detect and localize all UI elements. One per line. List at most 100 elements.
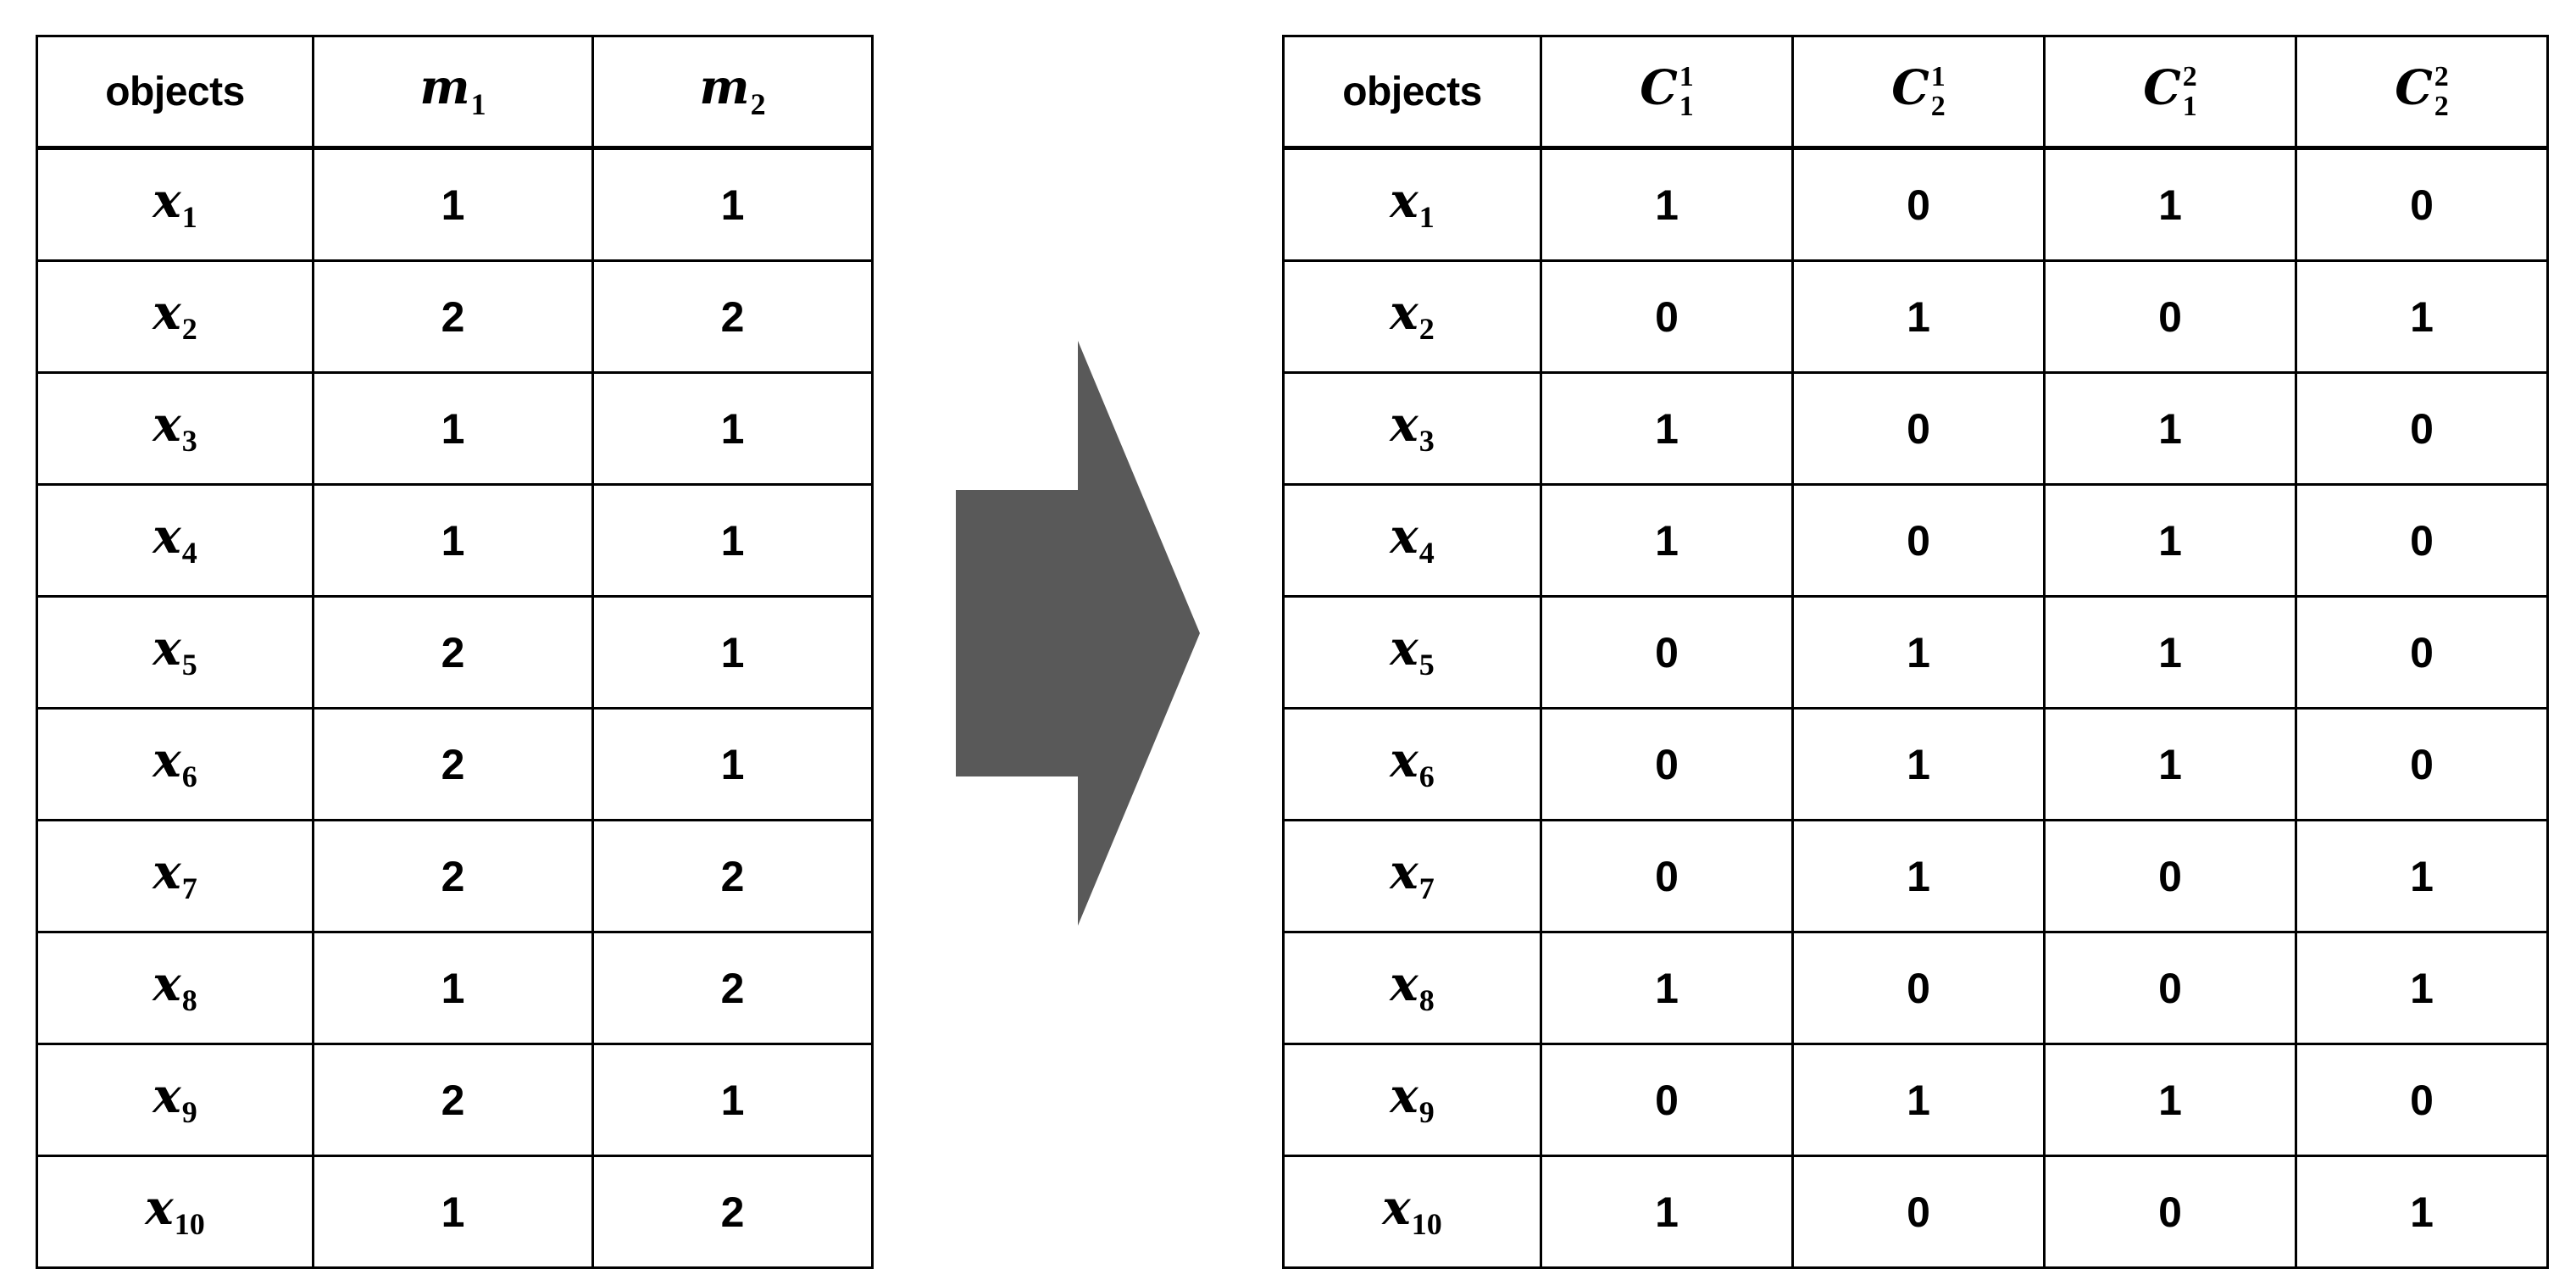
object-cell: x7: [1282, 819, 1542, 933]
subscript: 2: [750, 86, 766, 121]
object-cell: x5: [36, 595, 314, 710]
value-cell: 1: [312, 483, 594, 598]
cell-value: 1: [720, 1076, 745, 1124]
column-header-label: objects: [105, 69, 245, 114]
value-cell: 0: [1791, 371, 2046, 486]
cell-value: 0: [2410, 181, 2434, 229]
cell-value: 0: [1907, 404, 1930, 453]
subscript: 8: [181, 983, 197, 1018]
object-cell: x1: [36, 147, 314, 262]
value-cell: 2: [312, 595, 594, 710]
cell-value: 0: [2158, 852, 2182, 900]
object-cell: x10: [1282, 1155, 1542, 1269]
subscript: 8: [1418, 983, 1435, 1018]
value-cell: 1: [591, 147, 874, 262]
subscript: 1: [2182, 91, 2197, 122]
subscript: 10: [1411, 1207, 1442, 1242]
value-cell: 0: [1540, 819, 1794, 933]
cell-value: 1: [1907, 1076, 1930, 1124]
cell-value: 0: [1655, 292, 1679, 341]
value-cell: 1: [591, 483, 874, 598]
cell-value: 0: [1907, 516, 1930, 565]
cell-value: 0: [2410, 516, 2434, 565]
cell-value: 0: [1655, 852, 1679, 900]
subscript: 1: [1679, 91, 1694, 122]
cell-value: 0: [1907, 1188, 1930, 1236]
value-cell: 2: [591, 819, 874, 933]
value-cell: 1: [1791, 259, 2046, 374]
superscript: 2: [2182, 61, 2197, 93]
cell-value: 0: [2158, 1188, 2182, 1236]
value-cell: 0: [1791, 147, 2046, 262]
subscript: 1: [181, 200, 197, 235]
cell-value: 1: [441, 964, 465, 1012]
cell-value: 1: [2410, 964, 2434, 1012]
cell-value: 1: [1655, 404, 1679, 453]
column-header-label: objects: [1342, 69, 1482, 114]
object-label: x6: [153, 732, 197, 794]
cell-value: 2: [720, 1188, 745, 1236]
subscript: 3: [1418, 424, 1435, 459]
object-cell: x7: [36, 819, 314, 933]
subscript: 1: [1418, 200, 1435, 235]
cell-value: 0: [1907, 181, 1930, 229]
cell-value: 0: [1655, 1076, 1679, 1124]
subscript: 6: [1418, 760, 1435, 794]
object-label: x7: [153, 843, 197, 906]
cell-value: 1: [720, 404, 745, 453]
value-cell: 1: [2043, 147, 2297, 262]
cell-value: 1: [441, 516, 465, 565]
value-cell: 0: [2295, 147, 2549, 262]
right-block-arrow-icon: [956, 341, 1200, 926]
cell-value: 1: [441, 404, 465, 453]
cell-value: 1: [441, 181, 465, 229]
column-header-cell: m2: [591, 35, 874, 150]
value-cell: 0: [2295, 371, 2549, 486]
cell-value: 0: [1907, 964, 1930, 1012]
cell-value: 1: [2410, 852, 2434, 900]
object-label: x8: [153, 955, 197, 1018]
cell-value: 0: [2158, 964, 2182, 1012]
value-cell: 1: [591, 707, 874, 821]
cell-value: 1: [1907, 292, 1930, 341]
cell-value: 0: [2410, 628, 2434, 676]
cell-value: 1: [441, 1188, 465, 1236]
value-cell: 1: [2043, 483, 2297, 598]
object-cell: x9: [1282, 1043, 1542, 1157]
value-cell: 0: [1540, 1043, 1794, 1157]
subscript: 2: [2434, 91, 2449, 122]
cell-value: 2: [720, 292, 745, 341]
object-cell: x3: [1282, 371, 1542, 486]
cell-value: 1: [1655, 516, 1679, 565]
object-label: x9: [1390, 1067, 1435, 1130]
value-cell: 0: [1540, 259, 1794, 374]
subscript: 2: [1418, 312, 1435, 347]
value-cell: 2: [312, 259, 594, 374]
value-cell: 0: [1540, 595, 1794, 710]
cell-value: 2: [441, 1076, 465, 1124]
table-row: x10 1 2: [36, 1155, 874, 1269]
object-cell: x2: [36, 259, 314, 374]
table-row: x2 2 2: [36, 259, 874, 374]
object-label: x4: [1390, 508, 1435, 570]
value-cell: 1: [312, 1155, 594, 1269]
value-cell: 1: [312, 371, 594, 486]
object-label: x10: [145, 1179, 205, 1242]
value-cell: 1: [312, 147, 594, 262]
cell-value: 2: [441, 292, 465, 341]
cell-value: 1: [720, 628, 745, 676]
